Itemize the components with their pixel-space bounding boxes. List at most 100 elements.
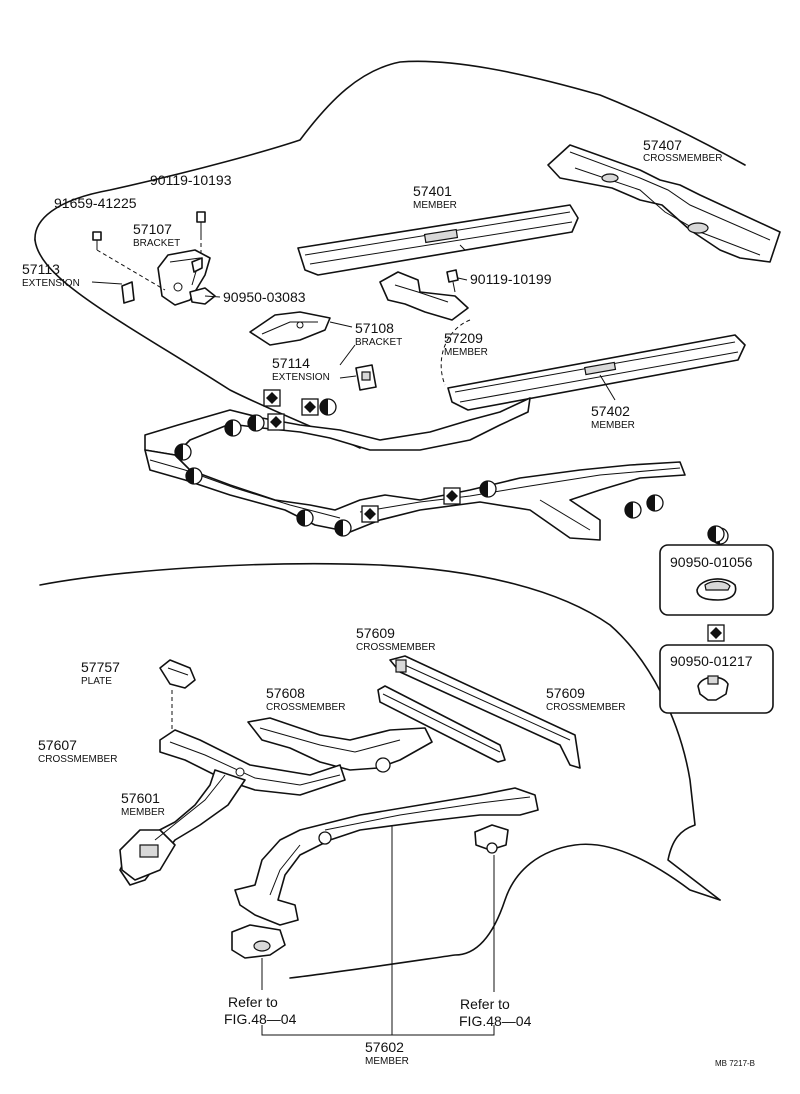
- svg-text:57601: 57601: [121, 790, 160, 806]
- upper-body-outline: [34, 60, 746, 241]
- callout-57607: 57607 CROSSMEMBER: [38, 737, 117, 765]
- svg-text:57608: 57608: [266, 685, 305, 701]
- legend-box-90950-01056: [659, 544, 774, 616]
- svg-text:57607: 57607: [38, 737, 77, 753]
- part-57608-crossmember: [247, 717, 433, 773]
- callout-57107: 57107 BRACKET: [133, 221, 180, 249]
- svg-text:CROSSMEMBER: CROSSMEMBER: [643, 153, 722, 164]
- svg-text:CROSSMEMBER: CROSSMEMBER: [546, 702, 625, 713]
- svg-text:57609: 57609: [356, 625, 395, 641]
- svg-text:57602: 57602: [365, 1039, 404, 1055]
- part-57602-member: [231, 787, 539, 959]
- callout-57602: 57602 MEMBER: [365, 1039, 409, 1067]
- svg-text:Refer to: Refer to: [228, 994, 278, 1010]
- svg-text:57407: 57407: [643, 137, 682, 153]
- callout-57601: 57601 MEMBER: [121, 790, 165, 818]
- callout-90119-10199: 90119-10199: [470, 271, 552, 287]
- main-frame: [144, 397, 686, 541]
- leader-57402: [599, 374, 616, 401]
- svg-text:BRACKET: BRACKET: [355, 337, 402, 348]
- lower-body-outline: [39, 562, 721, 901]
- svg-text:57108: 57108: [355, 320, 394, 336]
- svg-text:FIG.48—04: FIG.48—04: [459, 1013, 532, 1029]
- leader-90950-03083: [204, 295, 221, 298]
- callout-57402: 57402 MEMBER: [591, 403, 635, 431]
- leader-57108b: [339, 344, 356, 366]
- svg-text:Refer to: Refer to: [460, 996, 510, 1012]
- bolt-90119-10193: [196, 211, 206, 236]
- part-57108-bracket: [249, 311, 331, 346]
- callout-57757: 57757 PLATE: [81, 659, 120, 687]
- svg-text:MEMBER: MEMBER: [365, 1056, 409, 1067]
- part-57407-crossmember: [547, 144, 781, 263]
- svg-text:57401: 57401: [413, 183, 452, 199]
- bracket-57602: [261, 1025, 495, 1036]
- svg-text:57107: 57107: [133, 221, 172, 237]
- part-57209-member: [379, 271, 469, 321]
- callout-57108: 57108 BRACKET: [355, 320, 402, 348]
- svg-text:90950-03083: 90950-03083: [223, 289, 306, 305]
- part-57401-member: [297, 204, 579, 276]
- leader-bolt-91659: [96, 249, 166, 291]
- callout-57209: 57209 MEMBER: [444, 330, 488, 358]
- callout-90119-10193: 90119-10193: [150, 172, 232, 188]
- svg-text:57609: 57609: [546, 685, 585, 701]
- leader-57114: [339, 375, 357, 379]
- part-57607-crossmember: [159, 729, 346, 796]
- reference-left: Refer to FIG.48—04: [224, 994, 297, 1027]
- svg-text:FIG.48—04: FIG.48—04: [224, 1011, 297, 1027]
- svg-text:PLATE: PLATE: [81, 676, 112, 687]
- body-mount-right: [474, 824, 509, 854]
- leader-90119-10199: [457, 277, 468, 281]
- callout-57609-upper: 57609 CROSSMEMBER: [356, 625, 435, 653]
- svg-text:91659-41225: 91659-41225: [54, 195, 137, 211]
- part-57757-plate: [159, 659, 196, 689]
- svg-text:57114: 57114: [272, 355, 310, 371]
- callout-57608: 57608 CROSSMEMBER: [266, 685, 345, 713]
- svg-text:CROSSMEMBER: CROSSMEMBER: [266, 702, 345, 713]
- part-57113-extension: [121, 281, 135, 304]
- svg-text:57209: 57209: [444, 330, 483, 346]
- part-57107-bracket: [157, 249, 211, 306]
- svg-text:MEMBER: MEMBER: [121, 807, 165, 818]
- figure-code: MB 7217-B: [715, 1059, 755, 1068]
- rear-wheel-arch: [289, 843, 721, 979]
- svg-text:57757: 57757: [81, 659, 120, 675]
- svg-text:90119-10193: 90119-10193: [150, 172, 232, 188]
- callout-57113: 57113 EXTENSION: [22, 261, 80, 289]
- part-57402-member: [447, 334, 746, 411]
- leader-57108a: [329, 321, 353, 328]
- reference-right: Refer to FIG.48—04: [459, 996, 532, 1029]
- callout-57401: 57401 MEMBER: [413, 183, 457, 211]
- bolt-91659-41225: [92, 231, 102, 250]
- part-57609-crossmember-lower: [377, 685, 506, 763]
- legend-box-90950-01217: [659, 644, 774, 714]
- svg-text:MEMBER: MEMBER: [413, 200, 457, 211]
- part-90950-03083-clip: [189, 287, 216, 305]
- svg-text:CROSSMEMBER: CROSSMEMBER: [38, 754, 117, 765]
- callout-90950-01217: 90950-01217: [670, 653, 753, 669]
- callout-57407: 57407 CROSSMEMBER: [643, 137, 722, 164]
- part-57601-member: [119, 769, 246, 886]
- svg-text:MEMBER: MEMBER: [591, 420, 635, 431]
- leader-57209: [440, 319, 471, 386]
- bolt-90119-10199: [446, 269, 459, 293]
- leader-57113: [91, 281, 123, 285]
- svg-text:MEMBER: MEMBER: [444, 347, 488, 358]
- svg-text:90119-10199: 90119-10199: [470, 271, 552, 287]
- svg-text:EXTENSION: EXTENSION: [272, 372, 330, 383]
- callout-91659-41225: 91659-41225: [54, 195, 137, 211]
- callout-90950-03083: 90950-03083: [223, 289, 306, 305]
- leader-57401: [459, 244, 466, 251]
- svg-text:90950-01056: 90950-01056: [670, 554, 753, 570]
- svg-text:57113: 57113: [22, 261, 60, 277]
- part-57609-crossmember-upper: [389, 655, 581, 769]
- svg-text:BRACKET: BRACKET: [133, 238, 180, 249]
- legend-half-circle-marker: [707, 525, 725, 543]
- svg-text:57402: 57402: [591, 403, 630, 419]
- callout-90950-01056: 90950-01056: [670, 554, 753, 570]
- callout-57114: 57114 EXTENSION: [272, 355, 330, 383]
- svg-text:EXTENSION: EXTENSION: [22, 278, 80, 289]
